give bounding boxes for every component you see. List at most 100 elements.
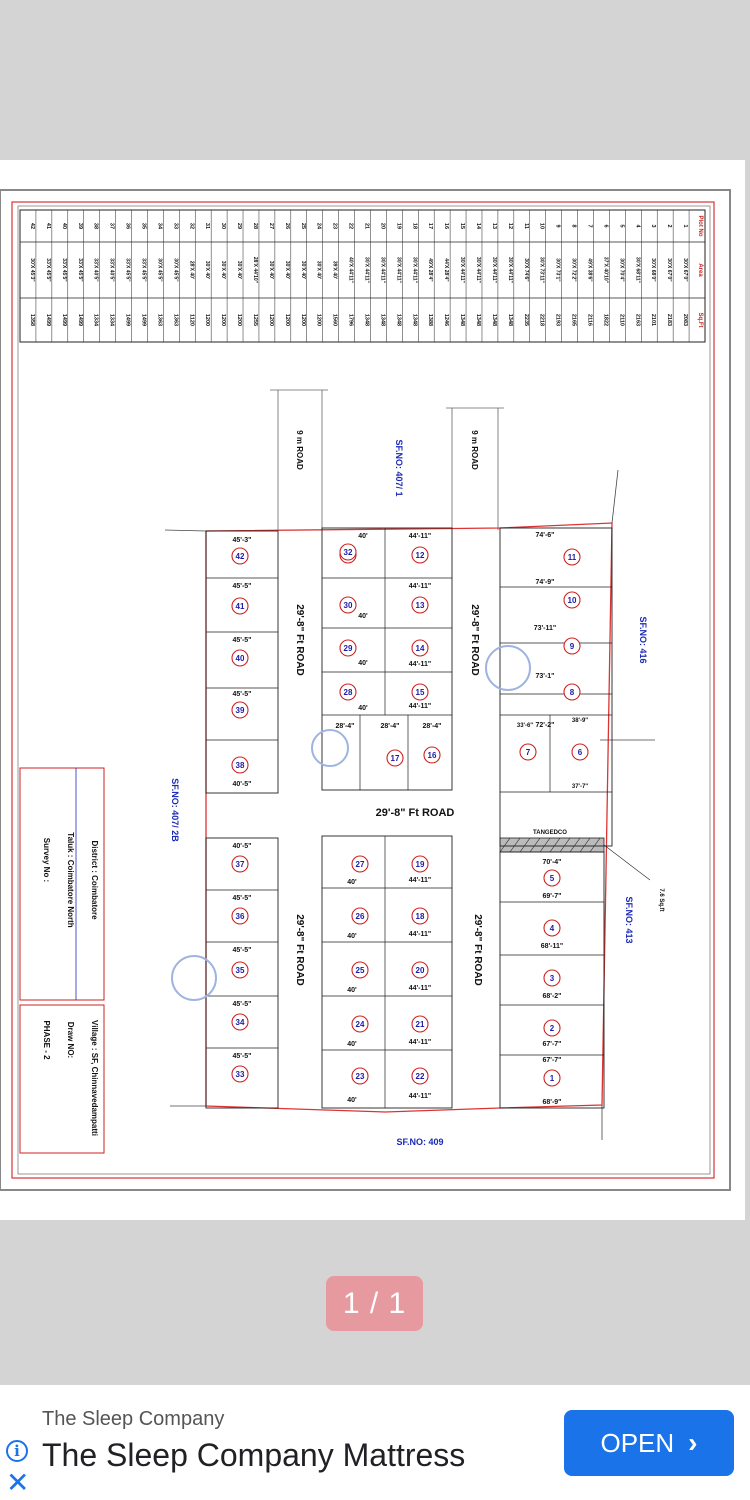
table-cell-dimension: 49'X 38'6" xyxy=(587,258,593,282)
plot-dimension: 44'-11" xyxy=(409,583,432,590)
plot-marker xyxy=(231,756,249,774)
table-cell-area: 1120 xyxy=(188,314,194,326)
plot-number: 40 xyxy=(236,654,245,663)
plot-marker-8 xyxy=(563,683,581,701)
table-cell-plot-no: 21 xyxy=(364,223,370,229)
block-b xyxy=(321,527,453,791)
table-header-cell: Plot No xyxy=(697,216,703,237)
plot-dimension: 67'-7" xyxy=(543,1057,562,1064)
plot-number: 36 xyxy=(236,912,245,921)
area-table xyxy=(19,209,706,343)
plot-dimension: 40' xyxy=(358,660,368,667)
plot-marker xyxy=(411,855,429,873)
plot-marker xyxy=(543,919,561,937)
table-cell-plot-no: 10 xyxy=(539,223,545,229)
plot-marker-7 xyxy=(519,743,537,761)
table-cell-area: 1255 xyxy=(252,314,258,326)
plot-number: 4 xyxy=(550,924,555,933)
title-block xyxy=(19,767,105,1001)
plot-dimension: 33'-6" xyxy=(517,723,533,729)
plot-number: 29 xyxy=(344,644,353,653)
plot-number: 3 xyxy=(550,974,555,983)
plot-dimension: 45'-5" xyxy=(233,1001,252,1008)
ad-banner[interactable]: The Sleep Company i The Sleep Company Ma… xyxy=(0,1385,750,1500)
plot-marker-9 xyxy=(563,637,581,655)
plot-dimension: 40'-5" xyxy=(233,843,252,850)
road-label-upper-right: 29'-8" Ft ROAD xyxy=(469,604,480,676)
table-cell-area: 1348 xyxy=(411,314,417,326)
info-icon[interactable]: i xyxy=(6,1440,28,1462)
road-label-9m-b: 9 m ROAD xyxy=(470,430,479,470)
road-label-lower-left: 29'-8" Ft ROAD xyxy=(294,914,305,986)
plot-number: 15 xyxy=(416,688,425,697)
table-cell-plot-no: 32 xyxy=(188,223,194,229)
plot-number: 16 xyxy=(428,751,437,760)
title-taluk: Taluk : Coimbatore North xyxy=(66,832,75,928)
plot-marker xyxy=(351,961,369,979)
table-cell-area: 2193 xyxy=(555,314,561,326)
table-cell-area: 1499 xyxy=(140,314,146,326)
ad-open-button[interactable]: OPEN › xyxy=(564,1410,734,1476)
close-icon[interactable]: ✕ xyxy=(6,1467,30,1498)
plot-marker xyxy=(339,683,357,701)
table-cell-dimension: 33'X 45'5" xyxy=(77,258,83,282)
plot-dimension: 45'-5" xyxy=(233,583,252,590)
plot-marker xyxy=(231,547,249,565)
table-cell-area: 1499 xyxy=(45,314,51,326)
plot-dimension: 67'-7" xyxy=(543,1041,562,1048)
table-cell-area: 1796 xyxy=(348,314,354,326)
plot-marker xyxy=(386,749,404,767)
annotation-ring xyxy=(171,955,217,1001)
plot-dimension: 40' xyxy=(358,705,368,712)
tangedco-label: TANGEDCO xyxy=(533,830,567,836)
table-cell-plot-no: 22 xyxy=(348,223,354,229)
plot-number: 24 xyxy=(356,1020,365,1029)
road-label-main: 29'-8" Ft ROAD xyxy=(376,807,455,819)
table-cell-area: 2110 xyxy=(618,314,624,326)
plot-number: 21 xyxy=(416,1020,425,1029)
plot-number: 9 xyxy=(570,642,575,651)
table-cell-plot-no: 9 xyxy=(555,224,561,227)
table-cell-dimension: 30'X 44'11" xyxy=(507,257,513,284)
table-cell-plot-no: 33 xyxy=(172,223,178,229)
plot-dimension: 45'-5" xyxy=(233,947,252,954)
table-cell-area: 1246 xyxy=(443,314,449,326)
table-cell-plot-no: 27 xyxy=(268,223,274,229)
plot-dimension: 45'-5" xyxy=(233,1053,252,1060)
table-cell-plot-no: 17 xyxy=(427,223,433,229)
plot-marker xyxy=(411,546,429,564)
table-cell-area: 1200 xyxy=(268,314,274,326)
table-cell-dimension: 30'X 70'4" xyxy=(618,258,624,282)
title-drawing-no: Draw NO: xyxy=(66,1022,75,1058)
tangedco-size-label: 7.6 Sq.ft xyxy=(658,888,664,911)
plot-dimension: 68'-9" xyxy=(543,1099,562,1106)
plot-dimension: 40' xyxy=(347,1041,357,1048)
plot-number: 18 xyxy=(416,912,425,921)
table-cell-area: 1348 xyxy=(395,314,401,326)
table-cell-dimension: 30'X 45'5" xyxy=(156,258,162,282)
table-cell-area: 2235 xyxy=(523,314,529,326)
table-cell-area: 2165 xyxy=(571,314,577,326)
plot-number: 42 xyxy=(236,552,245,561)
title-phase: PHASE - 2 xyxy=(42,1020,51,1060)
table-cell-area: 1363 xyxy=(156,314,162,326)
plot-dimension: 40' xyxy=(347,933,357,940)
plot-dimension: 68'-11" xyxy=(541,943,564,950)
table-header-cell: Sq.Ft xyxy=(697,313,703,328)
plot-dimension: 28'-4" xyxy=(336,723,355,730)
plot-marker xyxy=(351,1015,369,1033)
plot-marker-6 xyxy=(571,743,589,761)
table-cell-plot-no: 6 xyxy=(602,224,608,227)
plot-marker xyxy=(351,855,369,873)
table-cell-area: 1200 xyxy=(284,314,290,326)
plot-marker xyxy=(411,596,429,614)
ad-title[interactable]: The Sleep Company Mattress xyxy=(42,1437,466,1473)
plot-dimension: 72'-2" xyxy=(536,722,555,729)
table-cell-dimension: 30'X 44'11" xyxy=(411,257,417,284)
table-cell-area: 1200 xyxy=(236,314,242,326)
table-cell-plot-no: 1 xyxy=(682,224,688,227)
table-cell-area: 2083 xyxy=(682,314,688,326)
plot-dimension: 44'-11" xyxy=(409,1093,432,1100)
